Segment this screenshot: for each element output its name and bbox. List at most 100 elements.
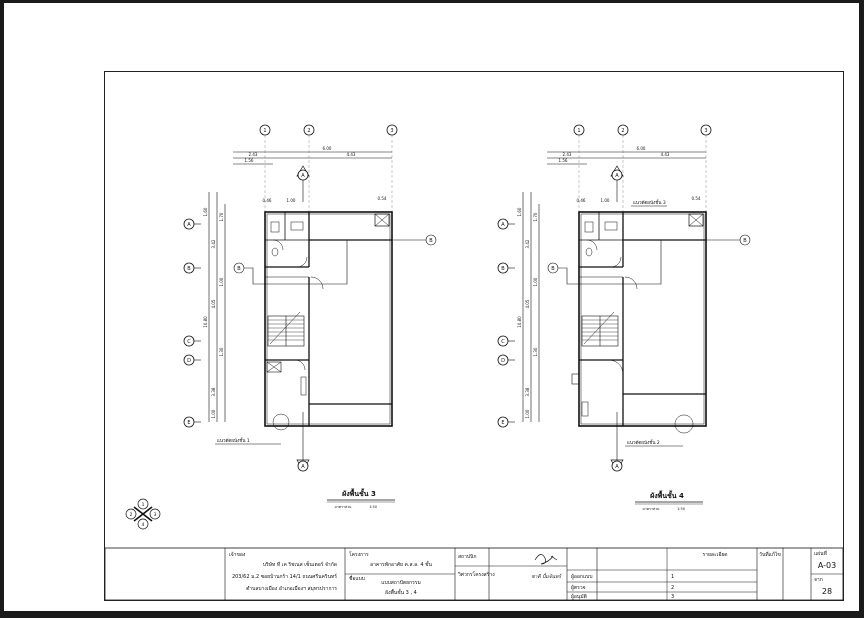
section-label-floor3-top: แนวตัดผนังชั้น 3 [633, 199, 666, 206]
dim-left-4: 1.00 [533, 277, 538, 286]
dim-left-9: 1.00 [211, 409, 216, 418]
engineer-label: วิศวกรโครงสร้าง [458, 571, 495, 578]
grid-row-bubbles: A B C D E [497, 218, 515, 428]
dim-small-a: 0.46 [263, 198, 272, 203]
dim-left-2: 1.70 [219, 212, 224, 221]
left-dimensions: 1.60 1.70 3.42 1.00 4.05 10.80 3.38 1.30… [203, 192, 226, 422]
dim-top-a: 2.43 [563, 152, 572, 157]
signature-text: ชาติ ปั๋มจันทร์ [531, 572, 562, 580]
grid-row-c: C [187, 339, 191, 345]
floor-plan-3: 1 2 3 6.00 2.43 4.43 1.56 [183, 124, 437, 509]
dim-small-c: 0.54 [692, 196, 701, 201]
top-dimensions: 6.00 2.43 4.43 1.56 0.46 1.00 0.54 [547, 146, 706, 203]
dim-left-7: 3.38 [211, 387, 216, 396]
svg-text:A: A [615, 173, 619, 179]
grid-col-1: 1 [263, 128, 266, 134]
dim-top-a: 2.43 [249, 152, 258, 157]
owner-line-2: 203/62 ม.2 ซอยบ้านกร้า 14/1 ถนนศรีนครินท… [232, 573, 337, 580]
dim-left-2: 1.70 [533, 212, 538, 221]
building-walls [571, 211, 707, 427]
section-marker-a-bottom: A แนวตัดผนังชั้น 1 [215, 412, 310, 472]
compass-label-1: 1 [142, 502, 145, 508]
grid-col-1: 1 [577, 128, 580, 134]
total-label: จาก [814, 577, 823, 583]
dim-left-3: 3.42 [211, 239, 216, 248]
dim-left-4: 1.00 [219, 277, 224, 286]
section-b-left: B [551, 266, 555, 272]
section-label-floor3: แนวตัดผนังชั้น 1 [217, 437, 250, 444]
signature-mark [534, 554, 558, 565]
grid-column-bubbles: 1 2 3 [573, 124, 712, 212]
project-label: โครงการ [349, 551, 369, 558]
total-sheets: 28 [822, 587, 832, 596]
plan-title: ผังพื้นชั้น 3 [342, 487, 376, 498]
project-value: อาคารพักอาศัย ค.ส.ล. 4 ชั้น [370, 559, 432, 568]
section-marker-a-top: A [296, 165, 310, 202]
date-label: วันที่แก้ไข [759, 551, 781, 558]
dim-left-6: 10.80 [517, 316, 522, 328]
plan-scale-label: มาตราส่วน [335, 505, 352, 509]
sig-line-1: ผู้ออกแบบ [571, 573, 593, 580]
dim-left-9: 1.00 [525, 409, 530, 418]
owner-line-3: ตำบลบางเมือง อำเภอเมืองฯ สมุทรปราการ [246, 585, 337, 592]
plan-title-block: ผังพื้นชั้น 4 มาตราส่วน 1:50 [635, 489, 703, 511]
revision-3: 3 [671, 594, 674, 600]
dim-left-1: 1.60 [517, 207, 522, 216]
dim-left-1: 1.60 [203, 207, 208, 216]
dim-top-total: 6.00 [637, 146, 646, 151]
grid-col-3: 3 [704, 128, 707, 134]
grid-col-2: 2 [307, 128, 310, 134]
section-b-right: B [743, 238, 747, 244]
dim-top-c: 1.56 [559, 158, 568, 163]
section-marker-a-top: A แนวตัดผนังชั้น 3 [610, 165, 667, 207]
compass-label-4: 4 [142, 522, 145, 528]
revision-2: 2 [671, 585, 674, 591]
section-marker-a-bottom: A แนวตัดผนังชั้น 2 [610, 412, 694, 472]
dim-small-a: 0.46 [577, 198, 586, 203]
section-label-floor4: แนวตัดผนังชั้น 2 [627, 439, 660, 446]
sig-line-3: ผู้อนุมัติ [571, 593, 587, 600]
grid-row-bubbles: A B C D E [183, 218, 201, 428]
left-dimensions: 1.60 1.70 3.42 1.00 4.05 10.80 3.38 1.30… [517, 192, 540, 422]
compass-label-3: 3 [154, 512, 157, 518]
plan-title: ผังพื้นชั้น 4 [650, 489, 684, 500]
dim-left-3: 3.42 [525, 239, 530, 248]
dim-left-7: 3.38 [525, 387, 530, 396]
building-walls [264, 211, 393, 427]
drawing-label: ชื่อแบบ [349, 575, 365, 582]
section-b-left: B [237, 266, 241, 272]
drawing-line-1: แบบสถาปัตยกรรม [381, 580, 421, 586]
grid-col-2: 2 [621, 128, 624, 134]
top-dimensions: 6.00 2.43 4.43 1.56 0.46 1.00 0.54 [233, 146, 392, 203]
plan-scale: 1:50 [369, 505, 377, 509]
svg-text:A: A [301, 173, 305, 179]
sheet-no: A-03 [818, 561, 836, 570]
scanned-paper: 1 2 3 6.00 2.43 4.43 1.56 [4, 3, 859, 611]
dim-small-b: 1.00 [287, 198, 296, 203]
section-line-b [547, 234, 751, 285]
dim-left-8: 1.30 [219, 347, 224, 356]
dim-small-c: 0.54 [378, 196, 387, 201]
dim-left-6: 10.80 [203, 316, 208, 328]
revision-header: รายละเอียด [702, 551, 727, 558]
grid-col-3: 3 [390, 128, 393, 134]
grid-row-e: E [501, 420, 504, 426]
sheet-no-label: แผ่นที่ [814, 550, 827, 557]
dim-small-b: 1.00 [601, 198, 610, 203]
grid-row-b: B [501, 266, 505, 272]
owner-label: เจ้าของ [229, 551, 246, 558]
revision-1: 1 [671, 574, 674, 580]
title-block: เจ้าของ บริษัท ที เค ริชเนส เซ็นเตอร์ จำ… [104, 547, 844, 601]
grid-row-e: E [187, 420, 190, 426]
dim-left-5: 4.05 [525, 299, 530, 308]
grid-column-bubbles: 1 2 3 [259, 124, 398, 212]
sig-line-2: ผู้ตรวจ [571, 584, 586, 591]
grid-row-d: D [501, 358, 505, 364]
floor-plan-4: 1 2 3 6.00 2.43 4.43 1.56 [497, 124, 751, 511]
grid-row-a: A [501, 222, 505, 228]
dim-left-8: 1.30 [533, 347, 538, 356]
grid-row-d: D [187, 358, 191, 364]
key-plan-compass: 1 2 3 4 [125, 498, 161, 530]
dim-top-b: 4.43 [347, 152, 356, 157]
dim-top-c: 1.56 [245, 158, 254, 163]
